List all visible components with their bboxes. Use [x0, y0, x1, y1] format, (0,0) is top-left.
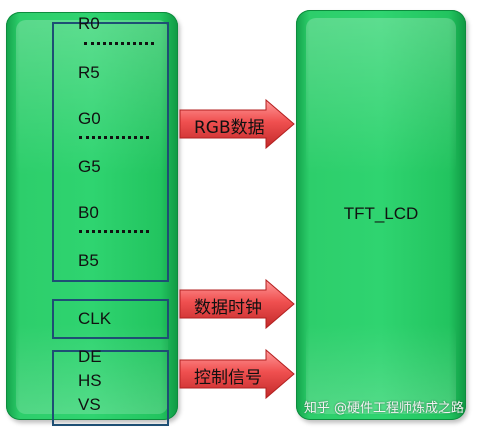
blue-ellipsis [79, 230, 149, 233]
control-arrow-label: 控制信号 [194, 368, 262, 388]
clock-signal-group [52, 299, 169, 339]
rgb-arrow-label: RGB数据 [194, 118, 265, 138]
lcd-block [296, 10, 466, 420]
clock-arrow-shape [179, 278, 295, 330]
signal-r0: R0 [78, 14, 100, 33]
control-arrow-shape [179, 348, 295, 400]
red-ellipsis [84, 42, 154, 45]
clock-arrow-label: 数据时钟 [194, 298, 262, 318]
controller-block: R0 R5 G0 G5 B0 B5 CLK DE HS VS [6, 12, 178, 426]
watermark: 知乎 @硬件工程师炼成之路 [303, 401, 464, 416]
signal-de: DE [78, 347, 102, 366]
controller-gloss [16, 20, 168, 176]
signal-b0: B0 [78, 203, 99, 222]
rgb-data-arrow: RGB数据 [178, 98, 298, 150]
signal-b5: B5 [78, 251, 99, 270]
rgb-arrow-shape [179, 98, 295, 150]
signal-g0: G0 [78, 109, 101, 128]
signal-vs: VS [78, 395, 101, 414]
lcd-gloss [306, 18, 456, 174]
rgb-signal-group [52, 22, 169, 282]
lcd-label: TFT_LCD [343, 204, 419, 223]
green-ellipsis [79, 136, 149, 139]
clock-arrow: 数据时钟 [178, 278, 298, 330]
control-arrow: 控制信号 [178, 348, 298, 400]
signal-clk: CLK [78, 309, 112, 328]
signal-g5: G5 [78, 157, 101, 176]
signal-hs: HS [78, 371, 102, 390]
signal-r5: R5 [78, 63, 100, 82]
lcd-bottom-gloss [306, 323, 456, 414]
controller-bottom-gloss [16, 324, 168, 414]
control-signal-group [52, 350, 169, 426]
